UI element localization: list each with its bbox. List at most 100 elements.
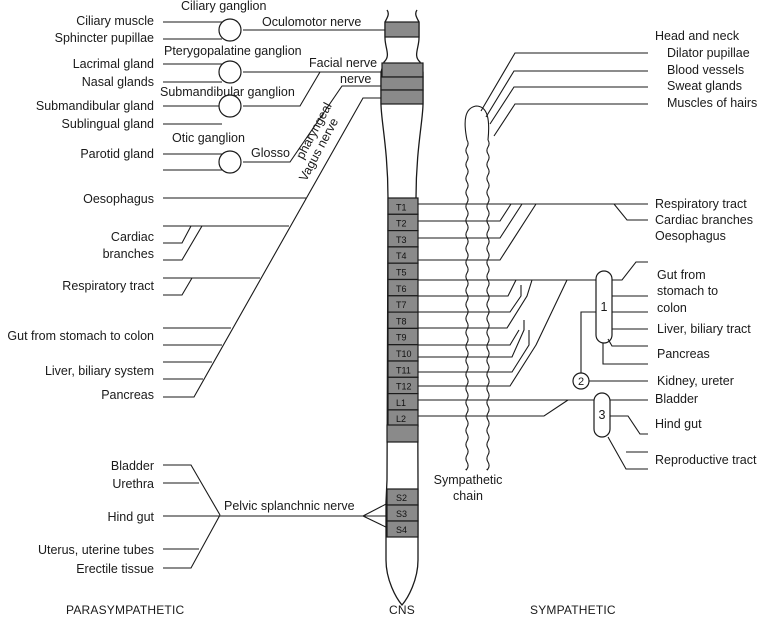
target-kidney-ureter: Kidney, ureter	[657, 374, 734, 388]
target-liver-biliary-tract: Liver, biliary tract	[657, 322, 751, 336]
target-hind-gut-para: Hind gut	[107, 510, 154, 524]
lumbar-preganglionic-lines	[418, 399, 594, 417]
target-cardiac-branches: Cardiac branches	[655, 213, 753, 227]
ciliary-ganglion-label: Ciliary ganglion	[181, 0, 267, 13]
sympathetic-chain-label-2: chain	[453, 489, 483, 503]
ganglion-3-label: 3	[599, 408, 606, 422]
sympathetic-chain: Sympathetic chain	[434, 105, 503, 503]
target-head-and-neck: Head and neck	[655, 29, 740, 43]
target-liver-biliary: Liver, biliary system	[45, 364, 154, 378]
spinal-segment-label: T12	[396, 382, 412, 392]
target-bladder-para: Bladder	[111, 459, 154, 473]
spinal-segment-label: T6	[396, 284, 407, 294]
sympathetic-head: Head and neck Dilator pupillae Blood ves…	[480, 29, 757, 137]
target-stomach-to: stomach to	[657, 284, 718, 298]
lumbar-band-unlabeled	[386, 424, 419, 443]
target-gut-stomach-colon: Gut from stomach to colon	[7, 329, 154, 343]
ganglion-1-output-lines	[580, 261, 648, 373]
target-muscles-of-hairs: Muscles of hairs	[667, 96, 757, 110]
section-sympathetic: SYMPATHETIC	[530, 603, 616, 617]
spinal-segment-label: S4	[396, 525, 407, 535]
cranial-parasympathetic: Ciliary ganglion Ciliary muscle Sphincte…	[36, 0, 385, 398]
facial-nerve-label: Facial nerve	[309, 56, 377, 70]
spinal-segment-s4	[386, 520, 419, 538]
spinal-segment-label: T7	[396, 300, 407, 310]
submandibular-ganglion-label: Submandibular ganglion	[160, 85, 295, 99]
target-sweat-glands: Sweat glands	[667, 79, 742, 93]
sympathetic-thoracic: Respiratory tract Cardiac branches Oesop…	[418, 197, 753, 261]
oculomotor-lines	[163, 21, 385, 40]
section-parasympathetic: PARASYMPATHETIC	[66, 603, 184, 617]
ciliary-ganglion	[218, 18, 242, 42]
otic-ganglion-label: Otic ganglion	[172, 131, 245, 145]
pelvic-parasympathetic: Bladder Urethra Hind gut Uterus, uterine…	[38, 459, 393, 576]
brainstem-band-glosso	[380, 76, 424, 91]
vagal-targets: Oesophagus Cardiac branches Respiratory …	[7, 192, 306, 402]
target-cardiac: Cardiac	[111, 230, 154, 244]
spinal-segment-label: T5	[396, 268, 407, 278]
target-blood-vessels: Blood vessels	[667, 63, 744, 77]
target-uterus: Uterus, uterine tubes	[38, 543, 154, 557]
target-urethra: Urethra	[112, 477, 154, 491]
spinal-segment-label: T10	[396, 349, 412, 359]
submandibular-lines	[163, 71, 321, 125]
target-pancreas-symp: Pancreas	[657, 347, 710, 361]
spinal-segment-label: T4	[396, 251, 407, 261]
spinal-segment-label: S2	[396, 493, 407, 503]
sympathetic-chain-label-1: Sympathetic	[434, 473, 503, 487]
pelvic-splanchnic-lines	[163, 464, 393, 569]
ganglion-2-label: 2	[578, 376, 584, 388]
spinal-segment-label: T11	[396, 365, 411, 375]
thoracic-branch-lines	[418, 203, 648, 261]
brainstem-band-vagus	[380, 89, 424, 105]
spinal-segment-label: T1	[396, 202, 407, 212]
spinal-segment-label: T3	[396, 235, 407, 245]
spinal-segment-label: S3	[396, 509, 407, 519]
brainstem-band-facial	[381, 62, 424, 78]
target-erectile-tissue: Erectile tissue	[76, 562, 154, 576]
prevertebral-ganglion-1	[595, 270, 613, 344]
ganglion-1-label: 1	[601, 300, 608, 314]
otic-ganglion	[218, 150, 242, 174]
target-dilator-pupillae: Dilator pupillae	[667, 46, 750, 60]
section-cns: CNS	[389, 603, 415, 617]
target-respiratory-tract-symp: Respiratory tract	[655, 197, 747, 211]
abdominal-preganglionic-lines	[418, 279, 596, 387]
sympathetic-abdominal: Gut from stomach to colon Liver, biliary…	[418, 261, 751, 390]
target-parotid-gland: Parotid gland	[80, 147, 154, 161]
glossopharyngeal-lines	[163, 85, 381, 171]
glosso-label: Glosso	[251, 146, 290, 160]
brainstem-band-oculomotor	[384, 21, 420, 38]
target-lacrimal-gland: Lacrimal gland	[73, 57, 154, 71]
sympathetic-chain-right	[486, 139, 490, 471]
target-gut-from: Gut from	[657, 268, 706, 282]
target-oesophagus-symp: Oesophagus	[655, 229, 726, 243]
spinal-segment-label: T9	[396, 333, 407, 343]
spinal-segment-label: T2	[396, 219, 407, 229]
target-bladder-symp: Bladder	[655, 392, 698, 406]
vagus-trunk	[163, 97, 381, 398]
target-reproductive-tract: Reproductive tract	[655, 453, 757, 467]
pelvic-splanchnic-label: Pelvic splanchnic nerve	[224, 499, 355, 513]
ganglion-3-output-lines	[607, 399, 648, 470]
spinal-segment-label: L2	[396, 414, 406, 424]
sympathetic-chain-left	[464, 105, 490, 471]
target-sphincter-pupillae: Sphincter pupillae	[55, 31, 154, 45]
glossopharyngeal-nerve-label: nerve	[340, 72, 371, 86]
target-ciliary-muscle: Ciliary muscle	[76, 14, 154, 28]
pterygopalatine-ganglion-label: Pterygopalatine ganglion	[164, 44, 302, 58]
target-nasal-glands: Nasal glands	[82, 75, 154, 89]
pterygopalatine-ganglion	[218, 60, 242, 84]
oculomotor-nerve-label: Oculomotor nerve	[262, 15, 361, 29]
target-respiratory-tract: Respiratory tract	[62, 279, 154, 293]
prevertebral-ganglion-3	[593, 392, 611, 438]
target-hind-gut-symp: Hind gut	[655, 417, 702, 431]
sympathetic-pelvic: Bladder Hind gut Reproductive tract 3	[418, 392, 757, 470]
target-colon: colon	[657, 301, 687, 315]
submandibular-ganglion	[218, 94, 242, 118]
target-oesophagus: Oesophagus	[83, 192, 154, 206]
